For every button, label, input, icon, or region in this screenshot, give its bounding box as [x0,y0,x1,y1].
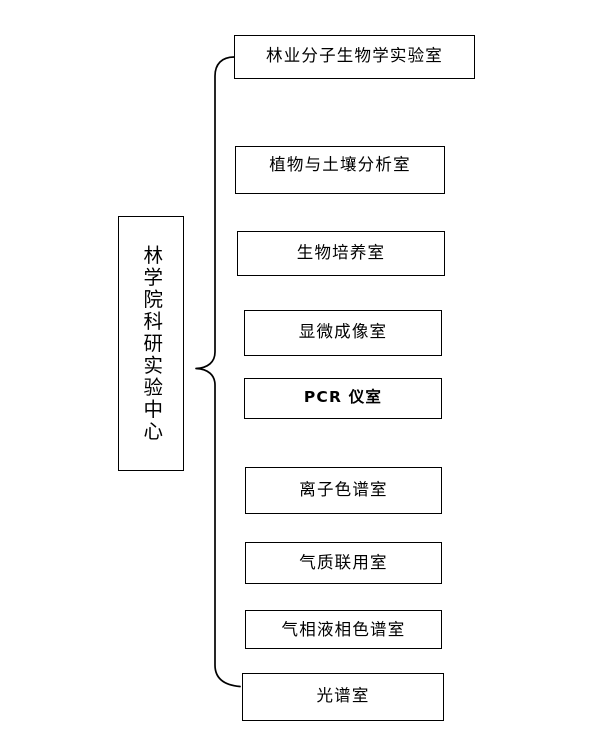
root-node-box[interactable]: 林学院科研实验中心 [118,216,184,471]
leaf-node-box-9[interactable]: 光谱室 [242,673,444,721]
leaf-node-box-2[interactable]: 植物与土壤分析室 [235,146,445,194]
root-node-label: 林学院科研实验中心 [139,244,163,443]
leaf-node-box-6[interactable]: 离子色谱室 [245,467,442,514]
leaf-node-label-6: 离子色谱室 [299,480,388,499]
leaf-node-box-7[interactable]: 气质联用室 [245,542,442,584]
leaf-node-box-3[interactable]: 生物培养室 [237,231,445,276]
leaf-node-box-5[interactable]: PCR 仪室 [244,378,442,419]
leaf-node-label-7: 气质联用室 [299,553,388,572]
leaf-node-label-9: 光谱室 [316,686,370,705]
leaf-node-label-3: 生物培养室 [296,243,386,262]
leaf-node-box-1[interactable]: 林业分子生物学实验室 [234,35,475,79]
leaf-node-box-4[interactable]: 显微成像室 [244,310,442,356]
leaf-node-label-8: 气相液相色谱室 [281,620,406,639]
leaf-node-label-4: 显微成像室 [298,322,388,341]
leaf-node-label-5: PCR 仪室 [303,388,383,406]
leaf-node-box-8[interactable]: 气相液相色谱室 [245,610,442,649]
leaf-node-label-2: 植物与土壤分析室 [269,155,411,174]
leaf-node-label-1: 林业分子生物学实验室 [266,46,443,65]
